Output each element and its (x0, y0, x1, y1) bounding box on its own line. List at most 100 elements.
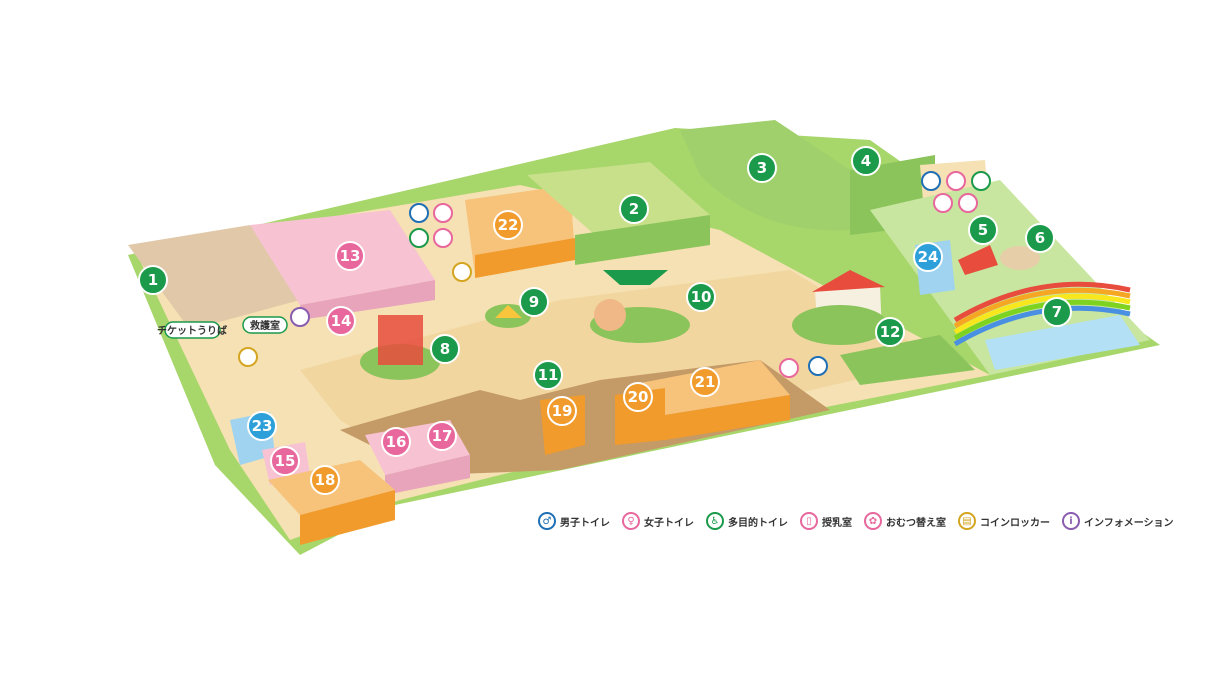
legend-label: インフォメーション (1084, 517, 1174, 529)
marker-circle (381, 427, 411, 457)
marker-number: 20 (628, 388, 649, 406)
marker-15[interactable]: 15 (270, 446, 300, 476)
marker-number: 5 (978, 221, 988, 239)
marker-circle (270, 446, 300, 476)
marker-circle (747, 153, 777, 183)
marker-circle (247, 411, 277, 441)
legend-item: ▤コインロッカー (958, 512, 1050, 530)
diaper-changing-icon: ✿ (864, 512, 882, 530)
building-18-front (300, 490, 395, 545)
marker-circle (686, 282, 716, 312)
marker-circle (1025, 223, 1055, 253)
legend-label: 授乳室 (822, 517, 852, 529)
marker-number: 9 (529, 293, 539, 311)
house-12-lawn (792, 305, 888, 345)
womens-toilet-icon (946, 171, 966, 191)
building-2-front (575, 215, 710, 265)
house-12-roof (812, 270, 885, 292)
marker-10[interactable]: 10 (686, 282, 716, 312)
rainbow-band-5 (953, 305, 1131, 347)
marker-6[interactable]: 6 (1025, 223, 1055, 253)
coin-locker-icon: ▤ (958, 512, 976, 530)
marker-2[interactable]: 2 (619, 194, 649, 224)
marker-17[interactable]: 17 (427, 421, 457, 451)
building-2 (527, 162, 710, 235)
womens-toilet-icon (779, 358, 799, 378)
marker-14[interactable]: 14 (326, 306, 356, 336)
marker-11[interactable]: 11 (533, 360, 563, 390)
marker-number: 12 (880, 323, 901, 341)
legend-item: ♀ 女子トイレ (622, 512, 694, 530)
ride-10-face (594, 299, 626, 331)
marker-5[interactable]: 5 (968, 215, 998, 245)
marker-circle (493, 210, 523, 240)
marker-24[interactable]: 24 (913, 242, 943, 272)
first-aid-label: 救護室 (242, 316, 288, 334)
marker-circle (310, 465, 340, 495)
marker-12[interactable]: 12 (875, 317, 905, 347)
marker-circle (519, 287, 549, 317)
marker-13[interactable]: 13 (335, 241, 365, 271)
entrance-building (128, 225, 300, 330)
legend-label: 多目的トイレ (728, 517, 788, 529)
marker-number: 23 (252, 417, 273, 435)
playground-8-blocks (378, 315, 423, 365)
marker-9[interactable]: 9 (519, 287, 549, 317)
marker-number: 4 (861, 152, 871, 170)
marker-16[interactable]: 16 (381, 427, 411, 457)
marker-circle (138, 265, 168, 295)
marker-circle (913, 242, 943, 272)
marker-21[interactable]: 21 (690, 367, 720, 397)
marker-number: 16 (386, 433, 407, 451)
marker-3[interactable]: 3 (747, 153, 777, 183)
accessible-toilet-icon: ♿ (706, 512, 724, 530)
marker-circle (623, 382, 653, 412)
information-icon (290, 307, 310, 327)
marker-18[interactable]: 18 (310, 465, 340, 495)
coin-locker-icon (238, 347, 258, 367)
marker-number: 18 (315, 471, 336, 489)
marker-7[interactable]: 7 (1042, 297, 1072, 327)
pool-area (985, 315, 1140, 370)
marker-22[interactable]: 22 (493, 210, 523, 240)
marker-20[interactable]: 20 (623, 382, 653, 412)
legend-item: ✿おむつ替え室 (864, 512, 946, 530)
marker-circle (326, 306, 356, 336)
rock-6 (1000, 246, 1040, 270)
marker-circle (851, 146, 881, 176)
ticket-label-text: チケットうりば (157, 324, 227, 337)
building-16-17-front (385, 455, 470, 495)
marker-circle (875, 317, 905, 347)
building-22-front (475, 238, 575, 278)
map-facility-icons (238, 171, 991, 378)
accessible-toilet-icon (971, 171, 991, 191)
slide-5 (958, 245, 998, 275)
marker-circle (547, 396, 577, 426)
marker-1[interactable]: 1 (138, 265, 168, 295)
marker-8[interactable]: 8 (430, 334, 460, 364)
marker-circle (427, 421, 457, 451)
marker-circle (335, 241, 365, 271)
coin-locker-icon (452, 262, 472, 282)
accessible-toilet-icon (409, 228, 429, 248)
marker-number: 11 (538, 366, 559, 384)
ride-10-canopy (603, 270, 668, 285)
legend-label: 女子トイレ (644, 517, 694, 529)
womens-toilet-icon: ♀ (622, 512, 640, 530)
marker-number: 8 (440, 340, 450, 358)
rainbow-band-4 (953, 299, 1131, 341)
marker-23[interactable]: 23 (247, 411, 277, 441)
marker-number: 7 (1052, 303, 1062, 321)
marker-4[interactable]: 4 (851, 146, 881, 176)
legend-item: ♂男子トイレ (538, 512, 610, 530)
information-icon: i (1062, 512, 1080, 530)
nursing-room-icon: ▯ (800, 512, 818, 530)
diaper-changing-icon (433, 228, 453, 248)
marker-circle (430, 334, 460, 364)
marker-19[interactable]: 19 (547, 396, 577, 426)
legend-label: 男子トイレ (560, 517, 610, 529)
ticket-label: チケットうりば (157, 321, 227, 339)
marker-number: 1 (148, 271, 158, 289)
